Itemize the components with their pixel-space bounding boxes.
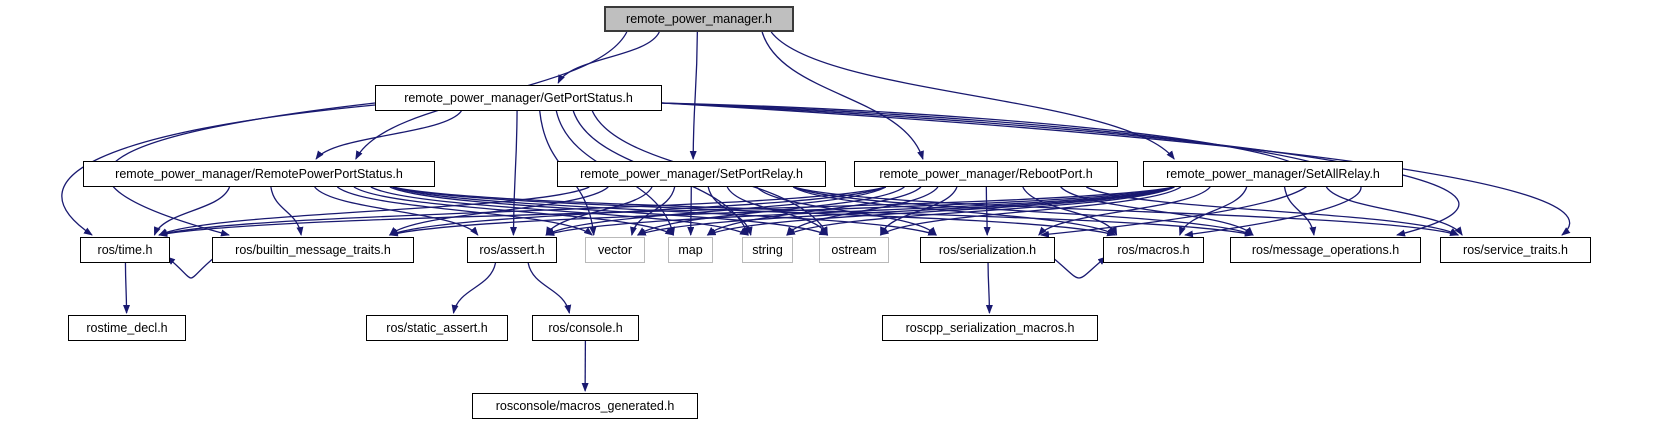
- edge-setallrelay-assert: [545, 186, 1175, 236]
- node-builtin[interactable]: ros/builtin_message_traits.h: [212, 237, 414, 263]
- edge-serialization-roscpp_serialization_macros: [985, 262, 993, 314]
- edge-rebootport-time: [158, 186, 886, 237]
- edge-setallrelay-serialization: [1038, 186, 1211, 236]
- edge-remotepowerportstatus-ostream: [389, 186, 829, 236]
- edge-remotepowerportstatus-assert: [314, 186, 479, 236]
- edge-getportstatus-macros: [661, 102, 1362, 238]
- node-string: string: [742, 237, 793, 263]
- edge-root-setportrelay: [689, 31, 698, 160]
- node-rebootport[interactable]: remote_power_manager/RebootPort.h: [854, 161, 1118, 187]
- edge-setallrelay-ostream: [879, 186, 1182, 236]
- node-macros[interactable]: ros/macros.h: [1103, 237, 1204, 263]
- edge-assert-console: [527, 262, 572, 314]
- node-static_assert[interactable]: ros/static_assert.h: [366, 315, 508, 341]
- edge-setallrelay-string: [785, 186, 1175, 236]
- edge-assert-static_assert: [451, 262, 497, 314]
- edge-remotepowerportstatus-time: [153, 186, 231, 236]
- node-time[interactable]: ros/time.h: [80, 237, 170, 263]
- edge-remotepowerportstatus-message_operations: [392, 186, 1254, 237]
- edge-remotepowerportstatus-builtin: [270, 186, 304, 236]
- node-map: map: [668, 237, 713, 263]
- node-assert[interactable]: ros/assert.h: [467, 237, 557, 263]
- edge-rebootport-macros: [1022, 186, 1118, 236]
- edge-root-rebootport: [761, 31, 924, 160]
- node-setallrelay[interactable]: remote_power_manager/SetAllRelay.h: [1143, 161, 1403, 187]
- node-setportrelay[interactable]: remote_power_manager/SetPortRelay.h: [557, 161, 826, 187]
- edge-builtin-time: [166, 256, 216, 279]
- node-serialization[interactable]: ros/serialization.h: [920, 237, 1055, 263]
- node-vector: vector: [585, 237, 645, 263]
- edge-setallrelay-service_traits: [1325, 186, 1463, 236]
- edge-rebootport-map: [706, 186, 922, 236]
- edge-getportstatus-builtin: [107, 102, 376, 237]
- edge-setallrelay-time: [158, 186, 1175, 237]
- edge-setportrelay-builtin: [389, 186, 609, 236]
- edge-rebootport-assert: [545, 186, 887, 236]
- edge-setportrelay-macros: [792, 186, 1116, 236]
- edge-setallrelay-macros: [1179, 186, 1248, 236]
- node-getportstatus[interactable]: remote_power_manager/GetPortStatus.h: [375, 85, 662, 111]
- edge-getportstatus-service_traits: [661, 102, 1571, 236]
- node-roscpp_serialization_macros[interactable]: roscpp_serialization_macros.h: [882, 315, 1098, 341]
- edge-setportrelay-map: [687, 186, 695, 236]
- edge-serialization-macros: [1051, 256, 1107, 279]
- edge-setportrelay-assert: [545, 186, 653, 236]
- node-rostime_decl[interactable]: rostime_decl.h: [68, 315, 186, 341]
- edge-root-getportstatus: [557, 31, 660, 84]
- edge-time-rostime_decl: [123, 262, 131, 314]
- edge-setportrelay-string: [707, 186, 753, 236]
- node-ostream: ostream: [819, 237, 889, 263]
- edge-setallrelay-map: [706, 186, 1175, 236]
- edge-setallrelay-vector: [636, 186, 1175, 236]
- edge-setallrelay-builtin: [388, 186, 1175, 237]
- node-macros_generated[interactable]: rosconsole/macros_generated.h: [472, 393, 698, 419]
- edge-rebootport-builtin: [388, 186, 886, 236]
- edge-getportstatus-remotepowerportstatus: [315, 110, 462, 160]
- node-console[interactable]: ros/console.h: [532, 315, 639, 341]
- node-remotepowerportstatus[interactable]: remote_power_manager/RemotePowerPortStat…: [83, 161, 435, 187]
- node-service_traits[interactable]: ros/service_traits.h: [1440, 237, 1591, 263]
- edge-setallrelay-message_operations: [1283, 186, 1317, 236]
- node-message_operations[interactable]: ros/message_operations.h: [1230, 237, 1421, 263]
- edge-remotepowerportstatus-string: [370, 186, 750, 236]
- edge-setportrelay-time: [158, 186, 590, 236]
- node-root: remote_power_manager.h: [604, 6, 794, 32]
- edge-getportstatus-serialization: [661, 102, 1313, 238]
- edge-rebootport-message_operations: [1060, 186, 1254, 236]
